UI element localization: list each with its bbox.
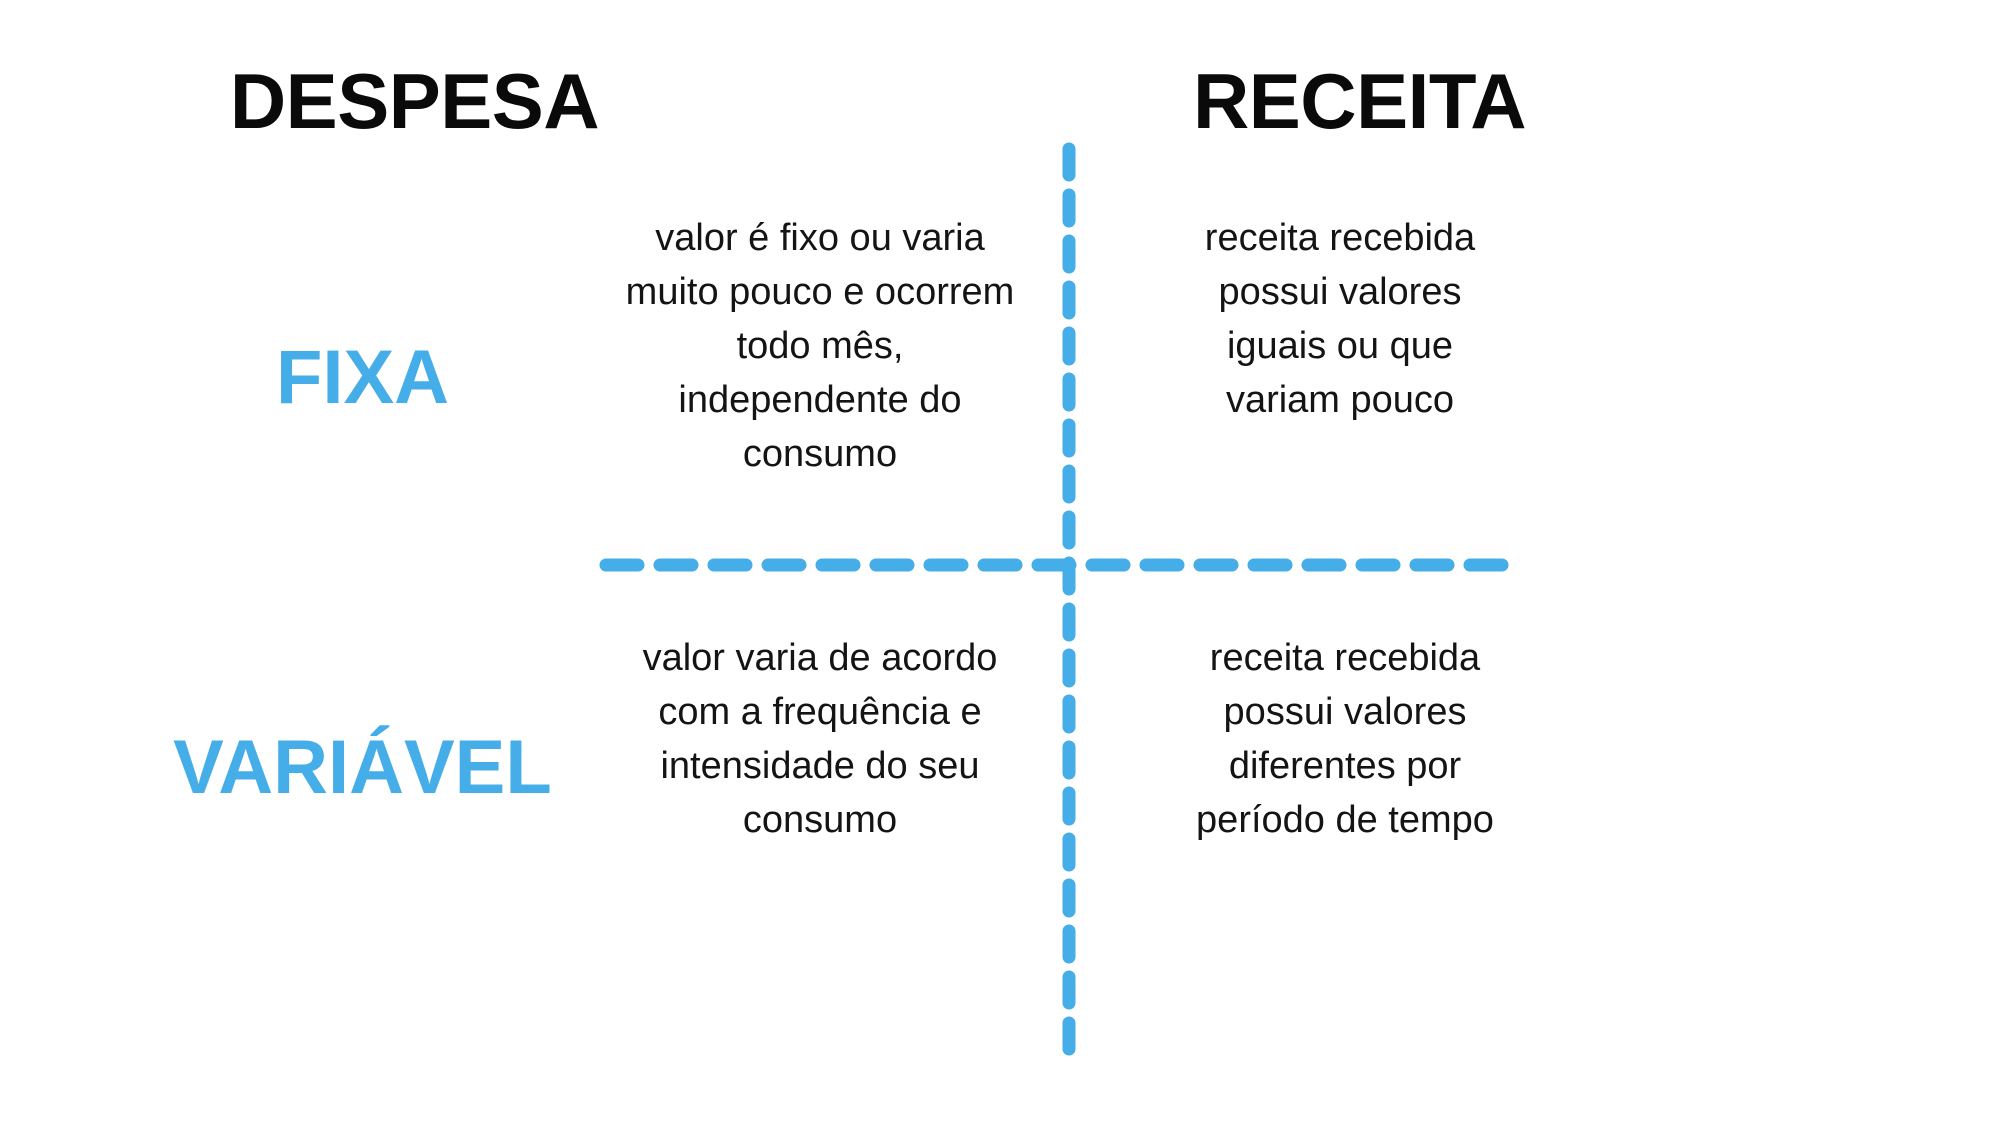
cell-variavel-receita: receita recebida possui valores diferent… (1196, 637, 1494, 841)
row-label-variavel: VARIÁVEL (173, 725, 552, 810)
cell-variavel-despesa: valor varia de acordo com a frequência e… (642, 637, 998, 841)
row-label-fixa: FIXA (275, 335, 450, 420)
horizontal-dashed-divider (598, 552, 1522, 578)
horizontal-divider-svg (599, 558, 1521, 572)
vertical-dashed-divider (1057, 142, 1081, 1068)
cell-fixa-despesa: valor é fixo ou varia muito pouco e ocor… (625, 217, 1015, 475)
column-header-despesa: DESPESA (229, 57, 600, 145)
cell-fixa-receita: receita recebida possui valores iguais o… (1204, 217, 1476, 421)
vertical-divider-svg (1062, 142, 1076, 1068)
column-header-receita: RECEITA (1192, 57, 1527, 145)
